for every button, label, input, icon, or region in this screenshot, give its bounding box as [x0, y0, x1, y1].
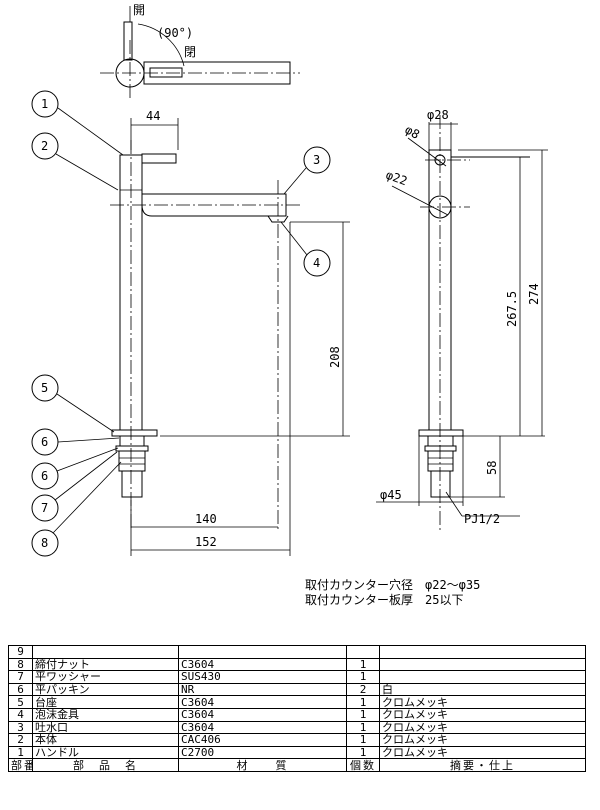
- cell-qty: 1: [346, 745, 380, 760]
- cell-material: C3604: [178, 707, 347, 722]
- cell-remarks: [379, 657, 586, 672]
- cell-remarks: クロムメッキ: [379, 695, 586, 709]
- balloon-7: 7: [41, 501, 48, 515]
- cell-qty: 1: [346, 733, 380, 747]
- cell-material: [178, 645, 347, 659]
- close-label: 閉: [184, 45, 196, 59]
- dim-height-total: 274: [527, 283, 541, 305]
- side-view: φ28 φ8 φ22 267.5 274 58 φ45 PJ1/2: [376, 108, 548, 530]
- cell-name: 台座: [32, 695, 179, 709]
- balloon-6a: 6: [41, 435, 48, 449]
- header-material: 材 質: [178, 758, 347, 772]
- cell-remarks: 白: [379, 682, 586, 697]
- cell-material: C3604: [178, 720, 347, 735]
- header-remarks: 摘要・仕上: [379, 758, 586, 772]
- note-counter-hole: 取付カウンター穴径 φ22～φ35: [305, 578, 481, 592]
- cell-remarks: クロムメッキ: [379, 745, 586, 760]
- cell-qty: 2: [346, 682, 380, 697]
- cell-remarks: クロムメッキ: [379, 707, 586, 722]
- cell-name: 泡沫金具: [32, 707, 179, 722]
- cell-material: C3604: [178, 695, 347, 709]
- balloon-4: 4: [313, 256, 320, 270]
- open-label: 開: [133, 3, 145, 17]
- balloon-8: 8: [41, 536, 48, 550]
- cell-remarks: クロムメッキ: [379, 720, 586, 735]
- cell-material: C3604: [178, 657, 347, 672]
- front-view: 44 208 140 152: [110, 109, 350, 556]
- cell-no: 5: [8, 695, 33, 709]
- dim-handle-dia: φ8: [403, 122, 423, 141]
- cell-material: C2700: [178, 745, 347, 760]
- balloons: 1 2 3 4 5 6 6 7 8: [31, 90, 331, 557]
- cell-no: 1: [8, 745, 33, 760]
- cell-name: [32, 645, 179, 659]
- cell-qty: 1: [346, 657, 380, 672]
- technical-drawing: 開 閉 (90°) 44 208 140: [31, 3, 548, 557]
- balloon-6b: 6: [41, 469, 48, 483]
- balloon-3: 3: [313, 153, 320, 167]
- dim-shank-length: 58: [485, 461, 499, 475]
- dim-reach-outer: 152: [195, 535, 217, 549]
- cell-qty: [346, 645, 380, 659]
- cell-remarks: [379, 645, 586, 659]
- dim-top-dia: φ28: [427, 108, 449, 122]
- balloon-5: 5: [41, 381, 48, 395]
- cell-qty: 1: [346, 707, 380, 722]
- cell-remarks: [379, 670, 586, 684]
- cell-remarks: クロムメッキ: [379, 733, 586, 747]
- cell-material: NR: [178, 682, 347, 697]
- balloon-2: 2: [41, 139, 48, 153]
- dim-height-inner: 267.5: [505, 291, 519, 327]
- cell-no: 6: [8, 682, 33, 697]
- cell-material: CAC406: [178, 733, 347, 747]
- cell-no: 3: [8, 720, 33, 735]
- cell-name: ハンドル: [32, 745, 179, 760]
- cell-qty: 1: [346, 695, 380, 709]
- installation-notes: 取付カウンター穴径 φ22～φ35 取付カウンター板厚 25以下: [305, 578, 480, 608]
- cell-name: 本体: [32, 733, 179, 747]
- cell-no: 2: [8, 733, 33, 747]
- dim-reach-inner: 140: [195, 512, 217, 526]
- balloon-1: 1: [41, 97, 48, 111]
- header-name: 部 品 名: [32, 758, 179, 772]
- cell-name: 平ワッシャー: [32, 670, 179, 684]
- dim-body-dia: φ22: [384, 168, 409, 189]
- header-no: 部番: [8, 758, 33, 772]
- cell-no: 4: [8, 707, 33, 722]
- cell-name: 平パッキン: [32, 682, 179, 697]
- dim-thread: PJ1/2: [464, 512, 500, 526]
- cell-qty: 1: [346, 670, 380, 684]
- cell-no: 9: [8, 645, 33, 659]
- cell-material: SUS430: [178, 670, 347, 684]
- cell-name: 締付ナット: [32, 657, 179, 672]
- dim-base-dia: φ45: [380, 488, 402, 502]
- cell-no: 8: [8, 657, 33, 672]
- table-row: 9: [8, 645, 586, 659]
- cell-name: 吐水口: [32, 720, 179, 735]
- dim-handle: 44: [146, 109, 160, 123]
- note-counter-thickness: 取付カウンター板厚 25以下: [305, 593, 464, 607]
- header-qty: 個数: [346, 758, 380, 772]
- angle-label: (90°): [157, 26, 193, 40]
- top-view: 開 閉 (90°): [100, 3, 300, 100]
- cell-qty: 1: [346, 720, 380, 735]
- dim-spout-height: 208: [328, 346, 342, 368]
- cell-no: 7: [8, 670, 33, 684]
